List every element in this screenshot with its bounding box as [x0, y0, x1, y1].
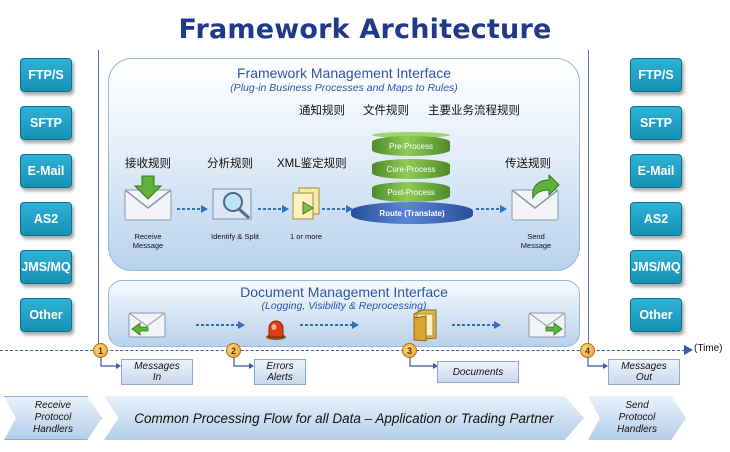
alert-beacon-icon: [264, 316, 288, 345]
timeline-arrowhead-icon: [684, 345, 693, 355]
flow-arrow-icon: [322, 205, 353, 213]
one-or-more-label: 1 or more: [289, 232, 323, 241]
file-rules-label: 文件规则: [363, 105, 409, 117]
documents-box: Documents: [437, 361, 519, 383]
left-boundary-line: [98, 50, 99, 350]
step-1-marker: 1: [93, 343, 108, 358]
flow-arrow-icon: [452, 321, 501, 329]
folder-documents-icon: [412, 308, 438, 347]
document-stack-icon: [289, 186, 323, 222]
step-connector-icon: [587, 357, 608, 369]
right-protocol-email-button[interactable]: E-Mail: [630, 154, 682, 188]
step-2-marker: 2: [226, 343, 241, 358]
messages-in-box: Messages In: [121, 359, 193, 385]
errors-alerts-box: Errors Alerts: [254, 359, 306, 385]
left-protocol-sftp-button[interactable]: SFTP: [20, 106, 72, 140]
step-connector-icon: [100, 357, 121, 369]
right-protocol-as2-button[interactable]: AS2: [630, 202, 682, 236]
right-protocol-jmsmq-button[interactable]: JMS/MQ: [630, 250, 682, 284]
right-boundary-line: [588, 50, 589, 350]
step-3-marker: 3: [402, 343, 417, 358]
database-top-cap: [372, 132, 450, 138]
send-message-label: Send Message: [520, 232, 552, 250]
identify-split-label: Identify & Split: [211, 232, 259, 241]
dmi-title: Document Management Interface: [240, 284, 448, 300]
messages-out-box: Messages Out: [608, 359, 680, 385]
time-label: (Time): [694, 343, 723, 354]
right-protocol-ftps-button[interactable]: FTP/S: [630, 58, 682, 92]
receive-message-label: Receive Message: [132, 232, 164, 250]
framework-management-panel: [108, 58, 580, 271]
flow-arrow-icon: [258, 205, 289, 213]
send-rules-label: 传送规则: [505, 158, 551, 170]
receive-protocol-handlers-arrow: Receive Protocol Handlers: [4, 396, 102, 440]
step-connector-icon: [233, 357, 254, 369]
left-protocol-jmsmq-button[interactable]: JMS/MQ: [20, 250, 72, 284]
send-envelope-icon: [509, 174, 561, 222]
incoming-envelope-icon: [128, 312, 166, 343]
common-processing-flow-arrow: Common Processing Flow for all Data – Ap…: [104, 396, 584, 440]
document-management-panel: [108, 280, 580, 347]
flow-arrow-icon: [196, 321, 245, 329]
timeline-line: [0, 350, 690, 351]
step-4-marker: 4: [580, 343, 595, 358]
main-business-process-rules-label: 主要业务流程规则: [428, 105, 520, 117]
fmi-subtitle: (Plug-in Business Processes and Maps to …: [230, 82, 458, 94]
flow-arrow-icon: [476, 205, 507, 213]
left-protocol-email-button[interactable]: E-Mail: [20, 154, 72, 188]
outgoing-envelope-icon: [528, 312, 566, 343]
pre-process-layer: Pre-Process: [372, 136, 450, 156]
right-protocol-other-button[interactable]: Other: [630, 298, 682, 332]
flow-arrow-icon: [177, 205, 208, 213]
core-process-layer: Core-Process: [372, 159, 450, 179]
page-title: Framework Architecture: [178, 14, 552, 45]
send-protocol-handlers-arrow: Send Protocol Handlers: [588, 396, 686, 440]
xml-validation-rules-label: XML鉴定规则: [277, 158, 347, 170]
magnifier-document-icon: [211, 186, 257, 222]
left-protocol-ftps-button[interactable]: FTP/S: [20, 58, 72, 92]
right-protocol-sftp-button[interactable]: SFTP: [630, 106, 682, 140]
post-process-layer: Post-Process: [372, 182, 450, 202]
receive-rules-label: 接收规则: [125, 158, 171, 170]
flow-arrow-icon: [300, 321, 359, 329]
step-connector-icon: [409, 357, 438, 369]
fmi-title: Framework Management Interface: [237, 65, 451, 81]
left-protocol-other-button[interactable]: Other: [20, 298, 72, 332]
dmi-subtitle: (Logging, Visibility & Reprocessing): [261, 300, 427, 312]
analysis-rules-label: 分析规则: [207, 158, 253, 170]
receive-envelope-icon: [122, 174, 174, 222]
notification-rules-label: 通知规则: [299, 105, 345, 117]
route-translate-base: Route (Translate): [351, 202, 473, 224]
left-protocol-as2-button[interactable]: AS2: [20, 202, 72, 236]
